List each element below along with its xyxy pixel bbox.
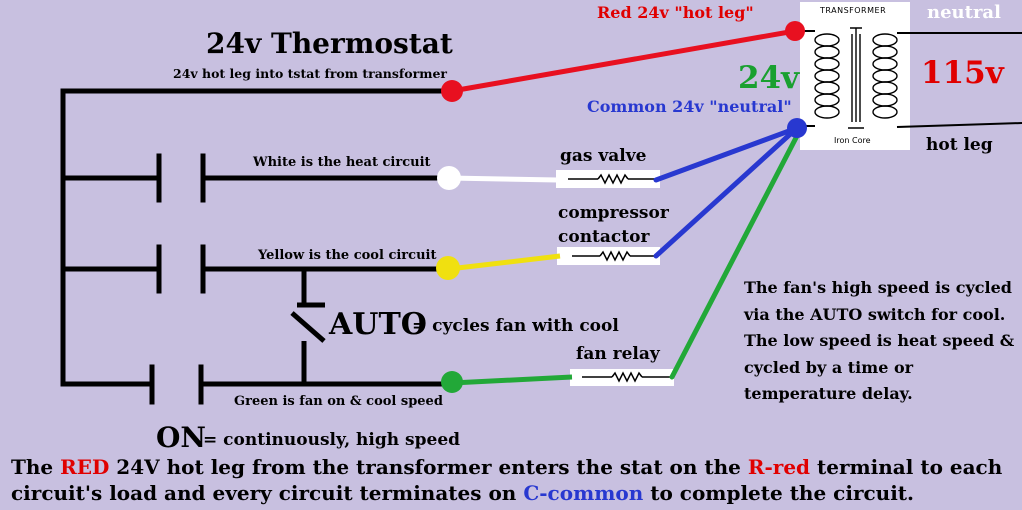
red-hot-leg-wire [449,28,798,94]
diagram-subtitle: 24v hot leg into tstat from transformer [173,66,447,81]
neutral-label: neutral [927,2,1001,23]
bottom-note-text: 24V hot leg from the transformer enters … [109,455,748,479]
transformer-common-terminal [787,118,807,138]
thermostat-frame [60,88,455,387]
blue-common-wire-gas [653,125,800,183]
fan-note-line: via the AUTO switch for cool. [744,304,1006,324]
fan-note-line: temperature delay. [744,384,913,403]
auto-switch-description: = cycles fan with cool [412,316,619,336]
bottom-note-text: The [11,455,61,479]
red-highlight: RED [60,455,110,479]
blue-common-wire-compressor [653,125,800,259]
g-green-terminal [441,371,463,393]
on-switch-description: = continuously, high speed [203,430,461,450]
auto-switch [290,269,326,384]
transformer-title: TRANSFORMER [820,6,887,15]
c-common-highlight: C-common [523,481,644,505]
auto-switch-label: AUTO [329,307,427,342]
bottom-note-text: to complete the circuit. [643,481,914,505]
fan-note-line: The fan's high speed is cycled [744,278,1012,297]
y-yellow-terminal [436,256,460,280]
yellow-circuit-label: Yellow is the cool circuit [258,248,437,263]
green-common-wire-fan [669,129,802,380]
common-neutral-label: Common 24v "neutral" [587,97,792,116]
compressor-label: compressor [558,203,669,223]
bottom-explanation: The RED 24V hot leg from the transformer… [11,454,1021,506]
fan-note-line: cycled by a time or [744,357,914,377]
bottom-note-text: terminal to each circuit's load and ever… [11,455,1003,505]
contactor-label: contactor [558,227,650,247]
hot-leg-label: hot leg [926,135,993,155]
gas-valve-label: gas valve [560,146,647,166]
fan-relay-label: fan relay [576,344,660,364]
diagram-title: 24v Thermostat [206,27,453,60]
r-red-terminal [441,80,463,102]
gas-valve-load [556,170,660,188]
transformer-red-terminal [785,21,805,41]
fan-speed-note: The fan's high speed is cycled via the A… [744,275,1022,408]
on-switch-label: ON [156,421,206,454]
white-circuit-label: White is the heat circuit [253,155,431,170]
green-circuit-label: Green is fan on & cool speed [234,394,443,409]
white-heat-wire [448,175,559,183]
compressor-contactor-load [557,247,660,265]
r-red-highlight: R-red [747,455,811,479]
fan-note-line: The low speed is heat speed & [744,331,1015,350]
yellow-cool-wire [448,253,561,272]
green-fan-wire [451,374,573,386]
fan-relay-load [570,369,674,386]
switch-contacts [149,153,206,405]
transformer [795,2,1022,150]
secondary-voltage-label: 24v [738,60,800,96]
iron-core-label: Iron Core [834,136,871,145]
w-white-terminal [437,166,461,190]
primary-voltage-label: 115v [921,55,1004,91]
red-hot-leg-label: Red 24v "hot leg" [597,3,754,22]
